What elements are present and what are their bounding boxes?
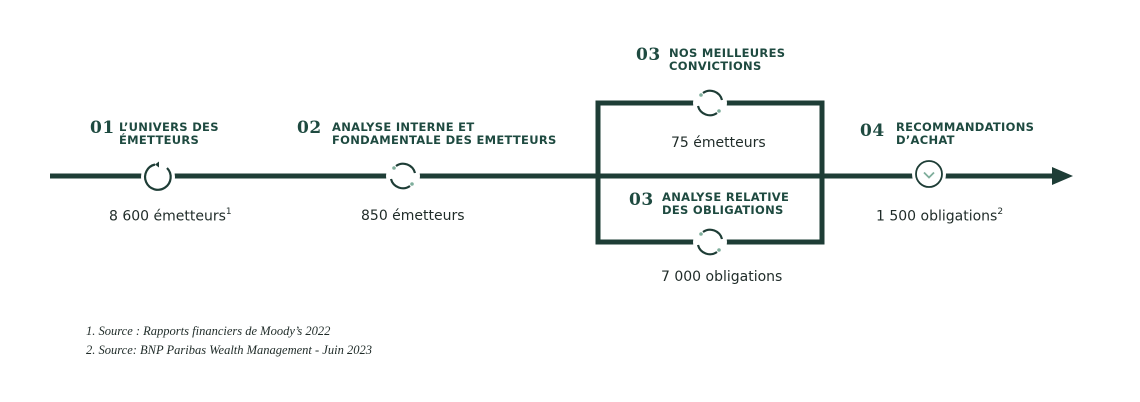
circular-arrows-icon (386, 159, 420, 193)
chevron-down-icon (912, 157, 946, 191)
step-number-02: 02 (297, 118, 322, 138)
step-count-recommandations: 1 500 obligations2 (876, 207, 1004, 225)
circular-arrows-icon (141, 160, 175, 194)
footnote-2: 2. Source: BNP Paribas Wealth Management… (86, 343, 372, 357)
step-count-analyse-interne: 850 émetteurs (361, 208, 465, 224)
step-title-recommandations: RECOMMANDATIONS D’ACHAT (896, 120, 1035, 147)
step-count-convictions: 75 émetteurs (671, 135, 766, 151)
convictions-box (595, 100, 825, 245)
footnote-ref-2: 2 (997, 207, 1004, 217)
step-title-univers: L’UNIVERS DES ÉMETTEURS (119, 120, 219, 147)
footnote-ref-1: 1 (225, 207, 232, 217)
step-count-analyse-relative: 7 000 obligations (661, 269, 783, 285)
step-number-04: 04 (860, 121, 885, 141)
circular-arrows-icon (693, 225, 727, 259)
step-count-univers: 8 600 émetteurs1 (109, 207, 232, 225)
step-title-analyse-interne: ANALYSE INTERNE ET FONDAMENTALE DES EMET… (332, 120, 557, 147)
step-title-convictions: NOS MEILLEURES CONVICTIONS (669, 46, 786, 73)
footnote-1: 1. Source : Rapports financiers de Moody… (86, 324, 331, 338)
count-value: 8 600 émetteurs (109, 208, 226, 225)
step-number-03-analyse-relative: 03 (629, 190, 654, 210)
arrowhead-icon (1052, 167, 1073, 185)
step-title-analyse-relative: ANALYSE RELATIVE DES OBLIGATIONS (662, 190, 790, 217)
circular-arrows-icon (693, 86, 727, 120)
count-value: 1 500 obligations (876, 208, 998, 225)
step-number-01: 01 (90, 118, 115, 138)
step-number-03-convictions: 03 (636, 45, 661, 65)
